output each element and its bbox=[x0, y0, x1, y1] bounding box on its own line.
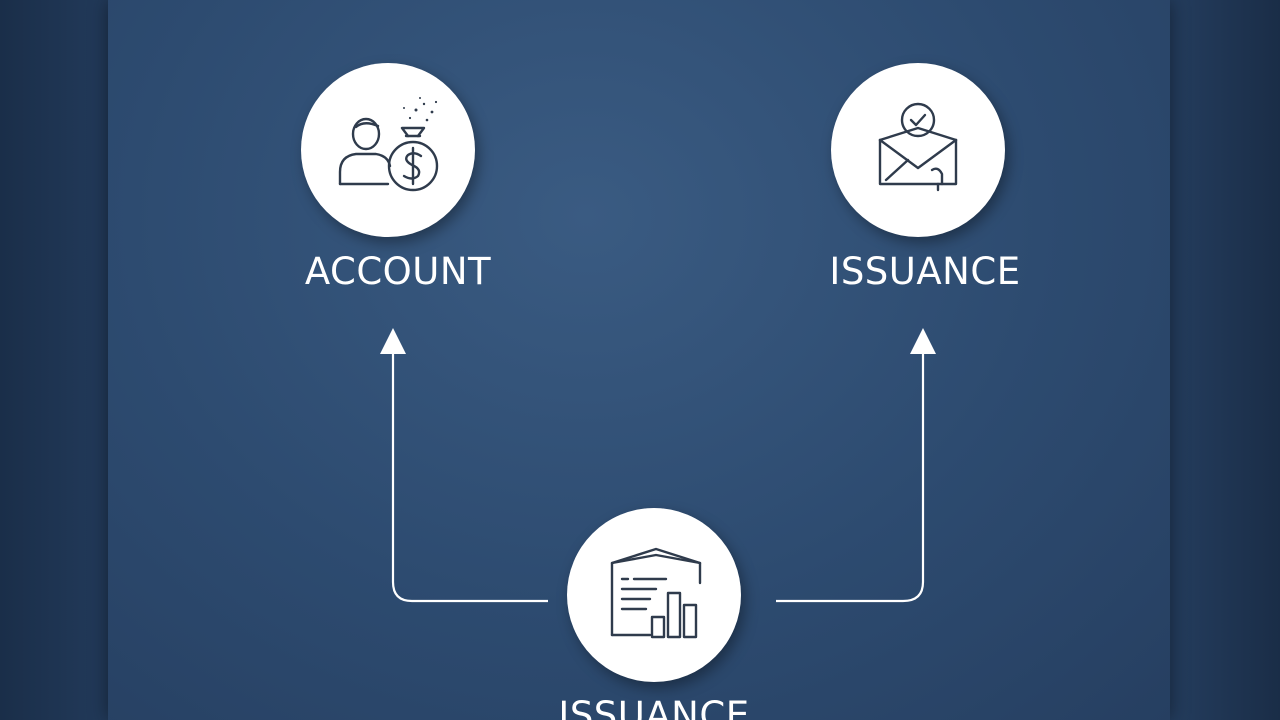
issuance-top-node bbox=[831, 63, 1005, 237]
connector-to-account bbox=[391, 352, 548, 603]
account-node bbox=[301, 63, 475, 237]
account-label: ACCOUNT bbox=[304, 250, 492, 293]
arrowhead-account bbox=[380, 328, 406, 354]
arrowhead-issuance bbox=[910, 328, 936, 354]
warehouse-chart-icon bbox=[610, 547, 702, 639]
left-side-strip bbox=[0, 0, 108, 720]
connector-to-issuance bbox=[776, 352, 925, 603]
person-money-bag-icon bbox=[338, 97, 439, 192]
issuance-top-label: ISSUANCE bbox=[829, 250, 1021, 293]
right-side-strip bbox=[1170, 0, 1280, 720]
envelope-check-icon bbox=[878, 102, 958, 192]
issuance-bottom-label: ISSUANCE bbox=[558, 694, 750, 720]
issuance-bottom-node bbox=[567, 508, 741, 682]
